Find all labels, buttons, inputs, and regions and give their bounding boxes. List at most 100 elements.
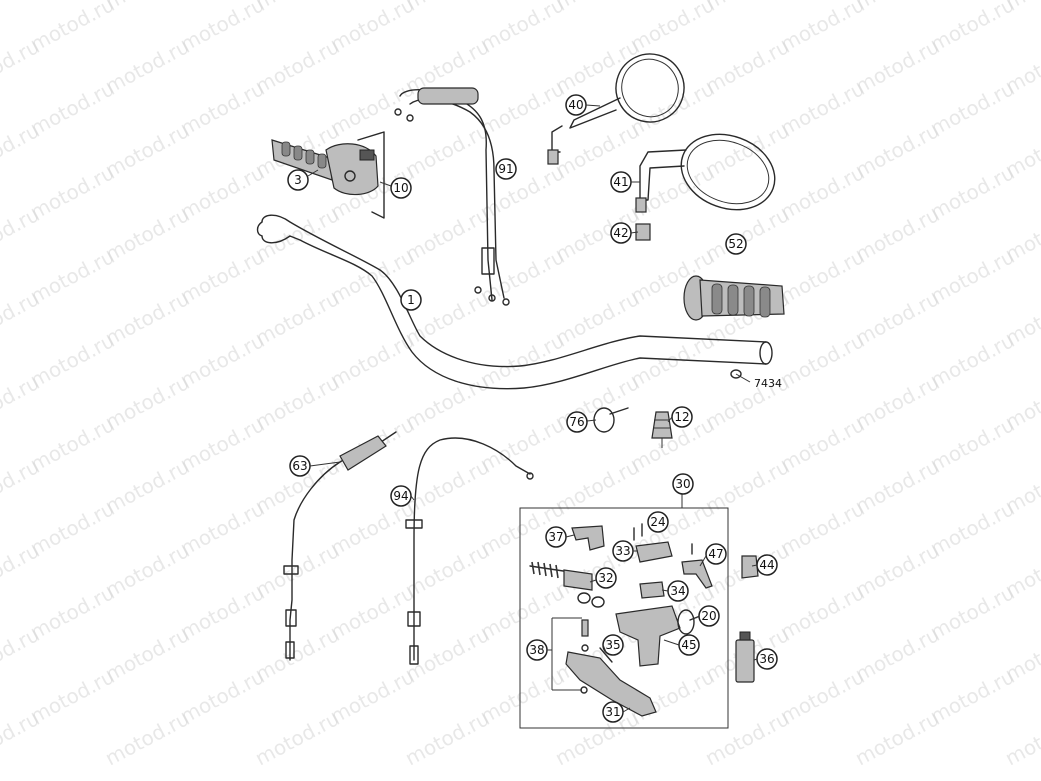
callout-35: 35 bbox=[602, 634, 624, 656]
watermark-text: motod.ru bbox=[0, 622, 43, 686]
watermark-text: motod.ru bbox=[176, 328, 268, 392]
svg-text:36: 36 bbox=[759, 652, 774, 666]
callout-12: 12 bbox=[671, 406, 693, 428]
watermark-text: motod.ru bbox=[701, 454, 793, 518]
callout-24: 24 bbox=[647, 511, 669, 533]
svg-text:45: 45 bbox=[681, 638, 696, 652]
svg-text:32: 32 bbox=[598, 571, 613, 585]
watermark-text: motod.ru bbox=[776, 328, 868, 392]
watermark-text: motod.ru bbox=[0, 34, 43, 98]
svg-text:31: 31 bbox=[605, 705, 620, 719]
master-cylinder-kit-frame bbox=[519, 494, 729, 729]
svg-text:12: 12 bbox=[674, 410, 689, 424]
watermark-text: motod.ru bbox=[851, 706, 943, 770]
watermark-text: motod.ru bbox=[26, 76, 118, 140]
watermark-text: motod.ru bbox=[926, 244, 1018, 308]
watermark-text: motod.ru bbox=[0, 118, 43, 182]
svg-text:20: 20 bbox=[701, 609, 716, 623]
watermark-text: motod.ru bbox=[926, 412, 1018, 476]
watermark-text: motod.ru bbox=[926, 0, 1018, 56]
watermark-text: motod.ru bbox=[251, 202, 343, 266]
watermark-text: motod.ru bbox=[326, 0, 418, 56]
watermark-text: motod.ru bbox=[26, 328, 118, 392]
watermark-text: motod.ru bbox=[551, 706, 643, 770]
watermark-text: motod.ru bbox=[401, 538, 493, 602]
watermark-text: motod.ru bbox=[176, 580, 268, 644]
callout-47: 47 bbox=[705, 543, 727, 565]
watermark-text: motod.ru bbox=[551, 34, 643, 98]
label-7434: 7434 bbox=[754, 377, 782, 390]
watermark-text: motod.ru bbox=[401, 706, 493, 770]
watermark-text: motod.ru bbox=[251, 34, 343, 98]
svg-text:24: 24 bbox=[650, 515, 665, 529]
svg-text:91: 91 bbox=[498, 162, 513, 176]
svg-text:10: 10 bbox=[393, 181, 408, 195]
watermark-text: motod.ru bbox=[851, 622, 943, 686]
mirror-left-drawing bbox=[547, 53, 685, 165]
callout-45: 45 bbox=[678, 634, 700, 656]
watermark-text: motod.ru bbox=[176, 0, 268, 56]
watermark-text: motod.ru bbox=[326, 580, 418, 644]
callout-63: 63 bbox=[289, 455, 311, 477]
watermark-text: motod.ru bbox=[26, 412, 118, 476]
watermark-text: motod.ru bbox=[926, 160, 1018, 224]
watermark-text: motod.ru bbox=[551, 286, 643, 350]
watermark-text: motod.ru bbox=[251, 538, 343, 602]
watermark-text: motod.ru bbox=[476, 412, 568, 476]
watermark-text: motod.ru bbox=[926, 76, 1018, 140]
watermark-text: motod.ru bbox=[326, 664, 418, 728]
watermark-text: motod.ru bbox=[926, 664, 1018, 728]
callout-30: 30 bbox=[672, 473, 694, 495]
watermark-text: motod.ru bbox=[701, 118, 793, 182]
watermark-text: motod.ru bbox=[326, 76, 418, 140]
watermark-text: motod.ru bbox=[101, 706, 193, 770]
watermark-text: motod.ru bbox=[251, 286, 343, 350]
watermark-text: motod.ru bbox=[851, 118, 943, 182]
watermark-text: motod.ru bbox=[776, 496, 868, 560]
watermark-text: motod.ru bbox=[101, 202, 193, 266]
watermark-text: motod.ru bbox=[476, 580, 568, 644]
watermark-text: motod.ru bbox=[401, 118, 493, 182]
watermark-text: motod.ru bbox=[476, 664, 568, 728]
cable-63-drawing bbox=[283, 431, 397, 661]
svg-text:34: 34 bbox=[670, 584, 685, 598]
watermark-text: motod.ru bbox=[701, 202, 793, 266]
leader-lines bbox=[307, 104, 758, 713]
watermark-text: motod.ru bbox=[0, 202, 43, 266]
watermark-text: motod.ru bbox=[26, 580, 118, 644]
watermark-text: motod.ru bbox=[776, 244, 868, 308]
watermark-text: motod.ru bbox=[251, 706, 343, 770]
watermark-text: motod.ru bbox=[251, 622, 343, 686]
callout-91: 91 bbox=[495, 158, 517, 180]
watermark-text: motod.ru bbox=[626, 76, 718, 140]
watermark-text: motod.ru bbox=[776, 664, 868, 728]
svg-text:47: 47 bbox=[708, 547, 723, 561]
watermark-text: motod.ru bbox=[101, 286, 193, 350]
callout-44: 44 bbox=[756, 554, 778, 576]
watermark-text: motod.ru bbox=[251, 370, 343, 434]
svg-text:40: 40 bbox=[568, 98, 583, 112]
callout-33: 33 bbox=[612, 540, 634, 562]
svg-text:63: 63 bbox=[292, 459, 307, 473]
throttle-cables-drawing bbox=[394, 87, 510, 306]
watermark-text: motod.ru bbox=[176, 76, 268, 140]
watermark-text: motod.ru bbox=[0, 286, 43, 350]
callout-10: 10 bbox=[390, 177, 412, 199]
callout-32: 32 bbox=[595, 567, 617, 589]
watermark-text: motod.ru bbox=[551, 454, 643, 518]
callout-41: 41 bbox=[610, 171, 632, 193]
callout-36: 36 bbox=[756, 648, 778, 670]
svg-text:30: 30 bbox=[675, 477, 690, 491]
watermark-text: motod.ru bbox=[851, 370, 943, 434]
cable-94-drawing bbox=[405, 437, 534, 665]
watermark-text: motod.ru bbox=[176, 412, 268, 476]
watermark-text: motod.ru bbox=[101, 118, 193, 182]
callout-38: 38 bbox=[526, 639, 548, 661]
watermark-text: motod.ru bbox=[401, 370, 493, 434]
watermark-text: motod.ru bbox=[26, 160, 118, 224]
callout-1: 1 bbox=[400, 289, 422, 311]
watermark-text: motod.ru bbox=[926, 496, 1018, 560]
callout-37: 37 bbox=[545, 526, 567, 548]
watermark-text: motod.ru bbox=[101, 454, 193, 518]
